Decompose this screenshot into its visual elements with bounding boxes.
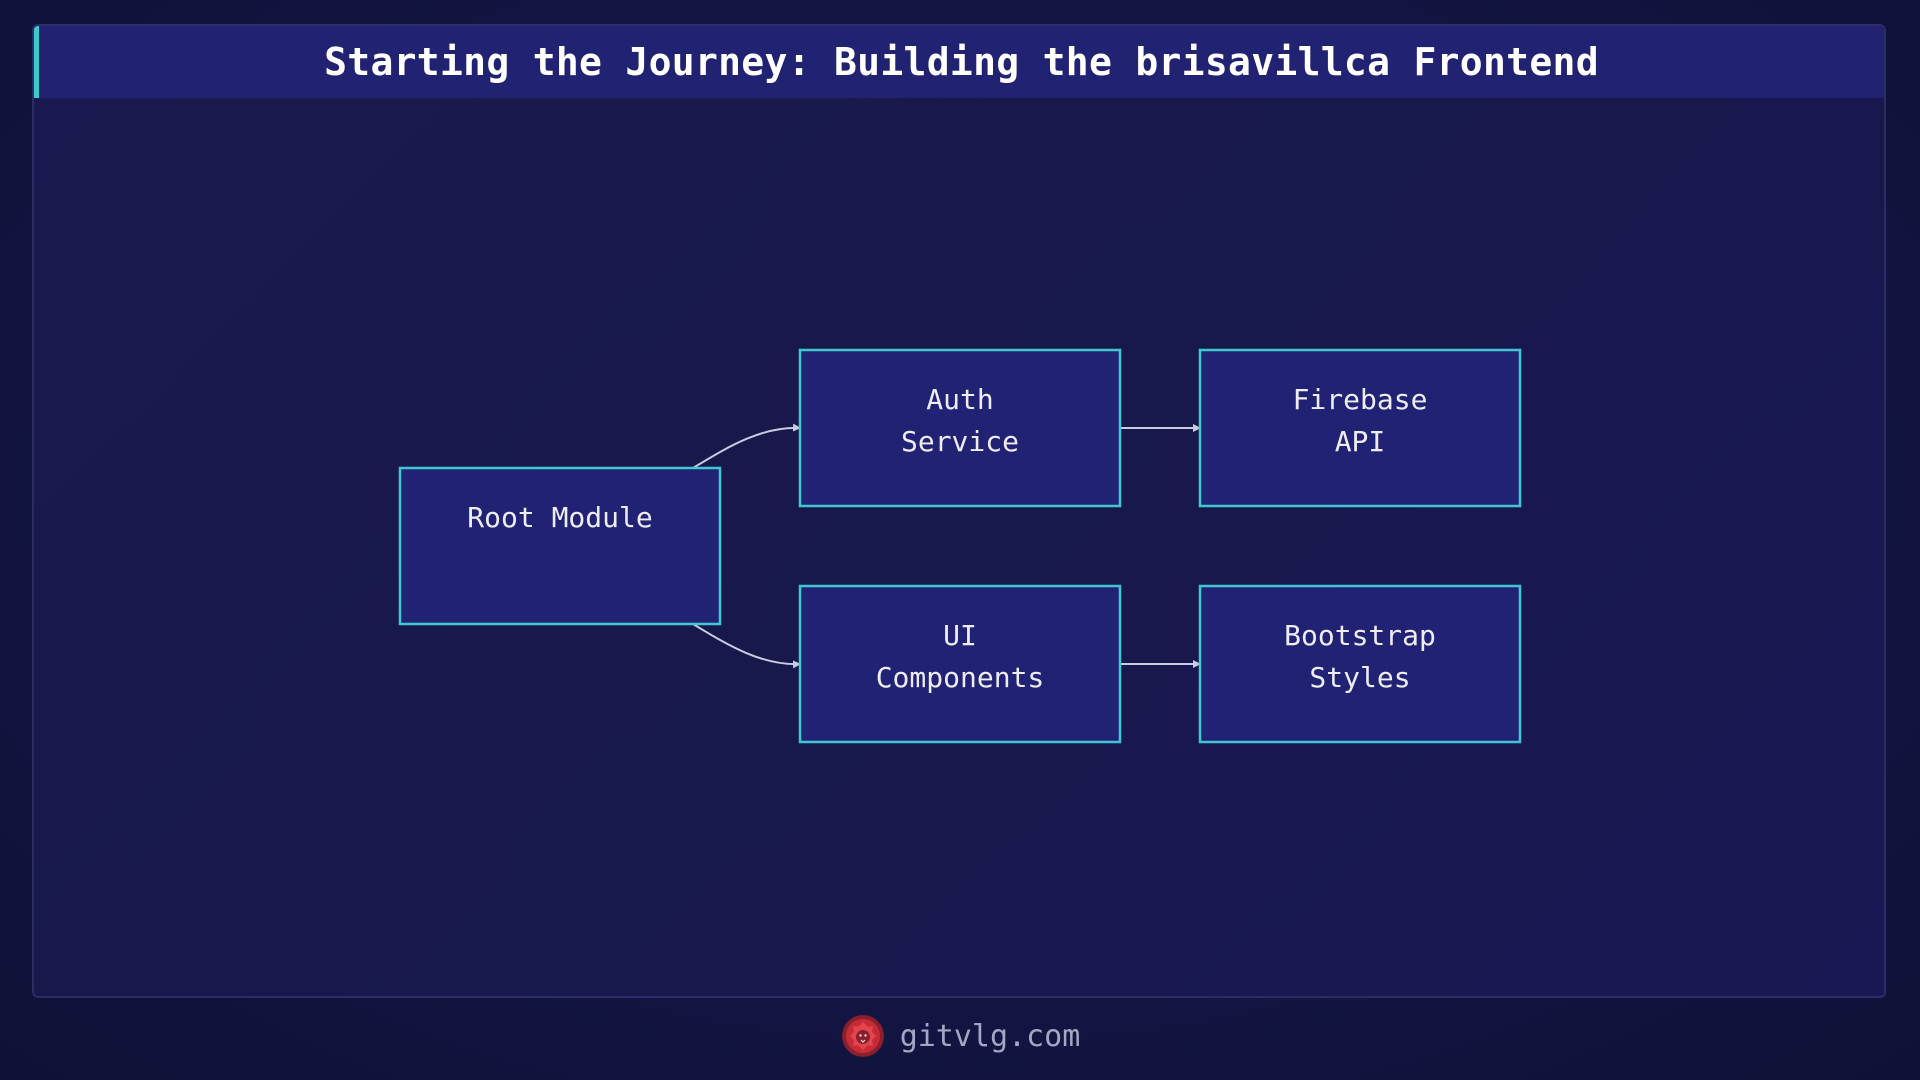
- node-root-box: [398, 466, 722, 626]
- node-bootstrap-box: [1198, 584, 1522, 744]
- node-root: Root Module: [398, 466, 722, 626]
- edge-root-to-auth: [692, 423, 801, 469]
- edges-layer: [692, 423, 1201, 669]
- node-ui: UI Components: [798, 584, 1122, 744]
- node-ui-label-line: Components: [876, 661, 1045, 694]
- edge-root-to-ui: [692, 623, 801, 669]
- page-title: Starting the Journey: Building the brisa…: [324, 40, 1599, 84]
- node-root-label-line: Root Module: [467, 501, 652, 534]
- title-bar: Starting the Journey: Building the brisa…: [34, 26, 1884, 98]
- diagram-frame: Starting the Journey: Building the brisa…: [32, 24, 1886, 998]
- node-firebase-label-line: Firebase: [1293, 383, 1428, 416]
- node-firebase-label-line: API: [1335, 425, 1386, 458]
- node-auth-label-line: Service: [901, 425, 1019, 458]
- node-auth-box: [798, 348, 1122, 508]
- lion-logo-icon: [841, 1015, 884, 1057]
- node-firebase-box: [1198, 348, 1522, 508]
- footer-site-label: gitvlg.com: [899, 1018, 1081, 1054]
- node-ui-label-line: UI: [943, 619, 977, 652]
- node-bootstrap-label-line: Bootstrap: [1284, 619, 1436, 652]
- node-ui-box: [798, 584, 1122, 744]
- node-bootstrap-label-line: Styles: [1309, 661, 1410, 694]
- footer: gitvlg.com: [0, 1006, 1920, 1066]
- node-auth-label-line: Auth: [926, 383, 993, 416]
